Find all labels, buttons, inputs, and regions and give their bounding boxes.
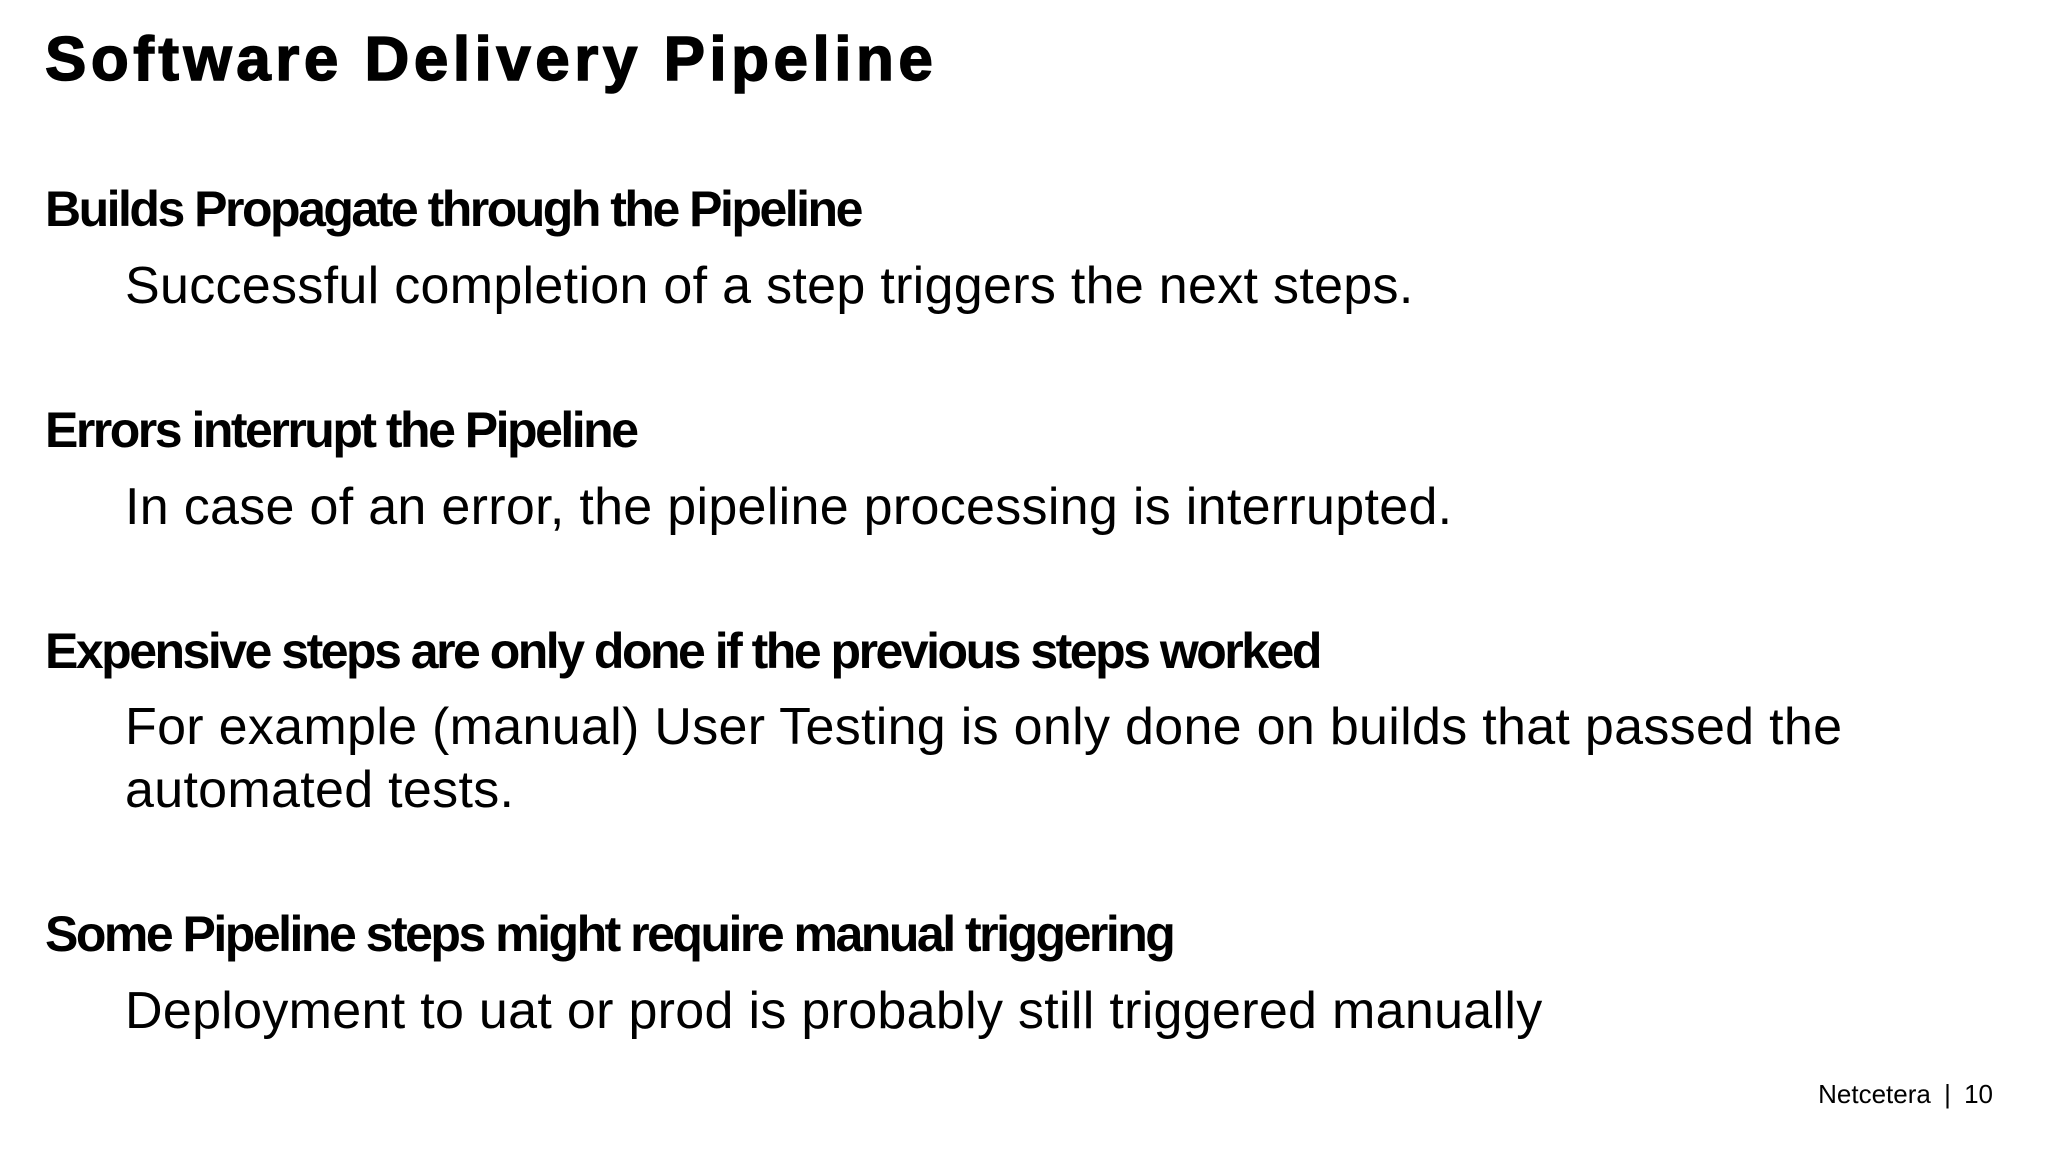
section-heading-errors-interrupt: Errors interrupt the Pipeline <box>45 402 639 459</box>
section-expensive-steps: Expensive steps are only done if the pre… <box>45 620 1998 821</box>
section-body-errors-interrupt: In case of an error, the pipeline proces… <box>125 477 1453 536</box>
footer-brand: Netcetera <box>1818 1079 1931 1109</box>
section-heading-manual-triggering: Some Pipeline steps might require manual… <box>45 906 1176 963</box>
section-errors-interrupt: Errors interrupt the Pipeline In case of… <box>45 399 1998 538</box>
section-heading-expensive-steps: Expensive steps are only done if the pre… <box>45 622 1322 679</box>
section-builds-propagate: Builds Propagate through the Pipeline Su… <box>45 178 1998 317</box>
footer-separator: | <box>1944 1079 1951 1109</box>
slide-content: Software Delivery Pipeline Builds Propag… <box>44 25 1998 1042</box>
section-body-builds-propagate: Successful completion of a step triggers… <box>125 256 1414 315</box>
slide-footer: Netcetera | 10 <box>1815 1079 1996 1110</box>
section-heading-builds-propagate: Builds Propagate through the Pipeline <box>45 181 863 238</box>
section-manual-triggering: Some Pipeline steps might require manual… <box>45 903 1998 1042</box>
section-body-expensive-steps: For example (manual) User Testing is onl… <box>125 698 1843 819</box>
slide-title: Software Delivery Pipeline <box>44 25 938 95</box>
footer-page-number: 10 <box>1964 1079 1993 1109</box>
section-body-manual-triggering: Deployment to uat or prod is probably st… <box>125 981 1543 1040</box>
